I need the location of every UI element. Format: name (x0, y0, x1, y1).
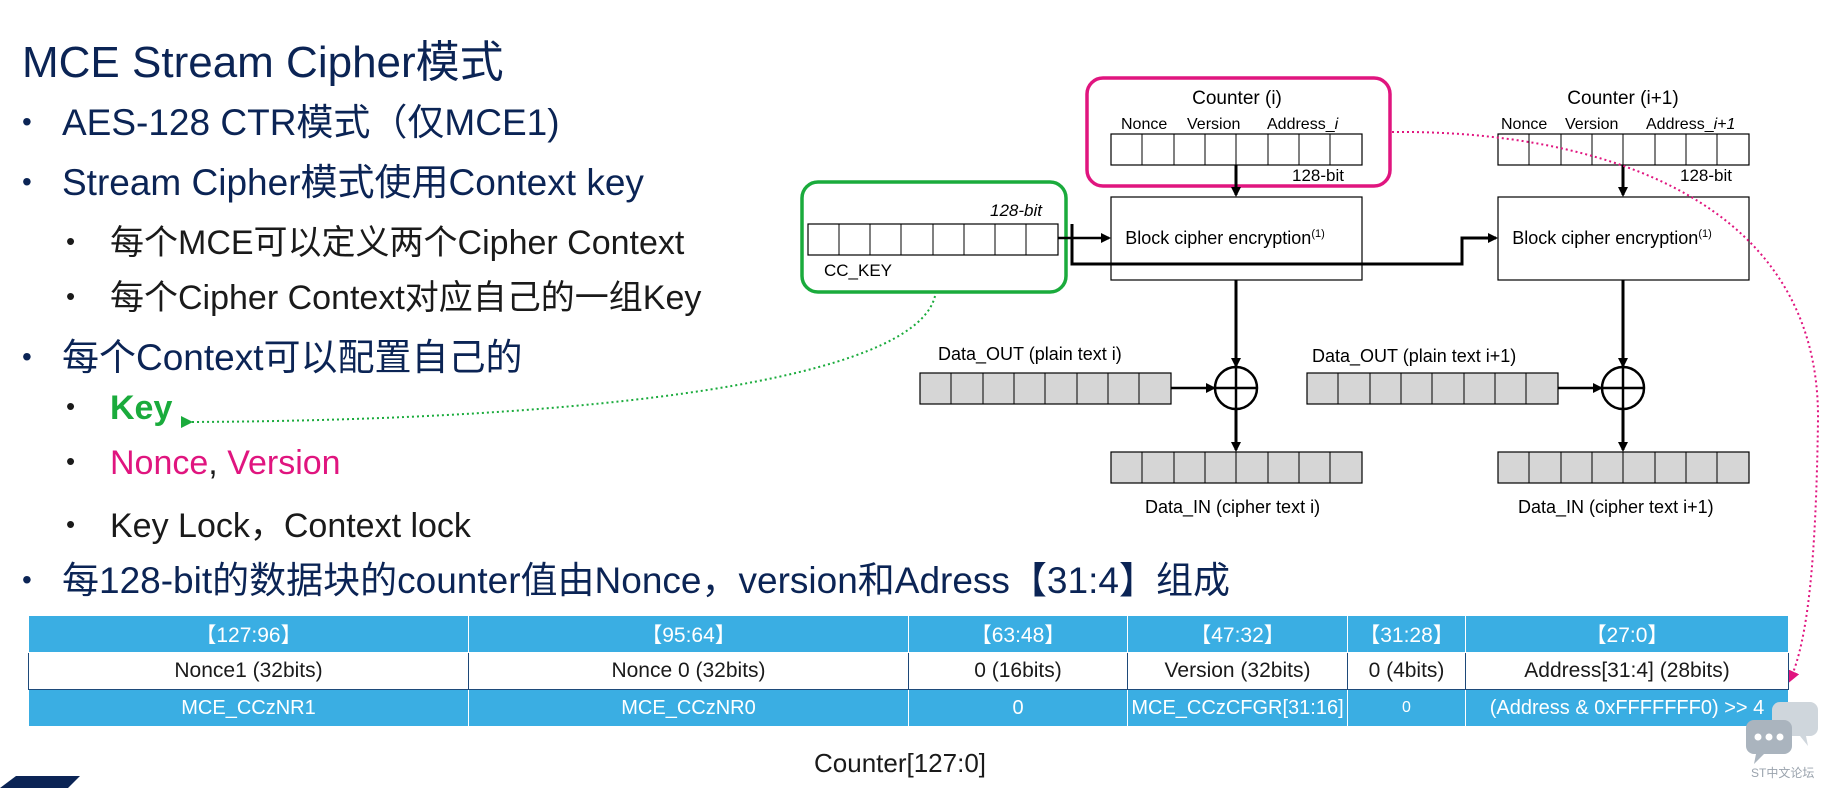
table-header-row: 【127:96】 【95:64】 【63:48】 【47:32】 【31:28】… (28, 615, 1789, 653)
bullet-context-config: •每个Context可以配置自己的 (22, 337, 523, 378)
bullet-counter-composition: •每128-bit的数据块的counter值由Nonce，version和Adr… (22, 560, 1230, 601)
header-cell: 【127:96】 (28, 615, 469, 653)
data-in-i-cells (1141, 452, 1331, 483)
block-cipher-i-label: Block cipher encryption(1) (1125, 228, 1325, 248)
counter-i1-nonce-label: Nonce (1501, 116, 1547, 133)
bullet-nonce-version: •Nonce, Version (66, 444, 341, 482)
table-row: MCE_CCzNR1 MCE_CCzNR0 0 MCE_CCzCFGR[31:1… (28, 689, 1789, 727)
bullet-context-key: •Stream Cipher模式使用Context key (22, 162, 644, 203)
counter-i1-address-label: Address_i+1 (1646, 116, 1735, 133)
cc-key-cells (838, 224, 1027, 255)
counter-i1-bits: 128-bit (1680, 166, 1732, 185)
counter-i-bits: 128-bit (1292, 166, 1344, 185)
corner-decoration (0, 776, 80, 788)
data-in-i1-label: Data_IN (cipher text i+1) (1518, 497, 1714, 518)
header-cell: 【95:64】 (468, 615, 909, 653)
field-cell: 0 (4bits) (1347, 652, 1466, 690)
bullet-key-set: •每个Cipher Context对应自己的一组Key (66, 279, 702, 317)
address-dotted-connector (1391, 130, 1820, 683)
bullet-two-contexts: •每个MCE可以定义两个Cipher Context (66, 224, 685, 262)
key-dotted-connector (180, 295, 936, 429)
cc-key-bits: 128-bit (990, 201, 1043, 220)
xor-i1-icon (1600, 365, 1646, 411)
counter-i1-cells (1528, 134, 1718, 165)
register-cell: MCE_CCzCFGR[31:16] (1127, 689, 1348, 727)
bullet-key: •Key (66, 389, 173, 427)
data-out-i1-cells (1337, 373, 1527, 404)
page-title: MCE Stream Cipher模式 (22, 38, 504, 87)
counter-i-label: Counter (i) (1192, 88, 1282, 109)
field-cell: Address[31:4] (28bits) (1465, 652, 1789, 690)
counter-i-cells (1141, 134, 1331, 165)
counter-caption: Counter[127:0] (814, 748, 987, 778)
counter-i-highlight (1085, 76, 1392, 188)
register-cell: MCE_CCzNR0 (468, 689, 909, 727)
key-to-cipher-i1-arrow (1070, 224, 1498, 266)
field-cell: Nonce 0 (32bits) (468, 652, 909, 690)
header-cell: 【63:48】 (908, 615, 1128, 653)
field-cell: 0 (16bits) (908, 652, 1128, 690)
bullet-aes-ctr: •AES-128 CTR模式（仅MCE1) (22, 102, 560, 143)
counter-i-version-label: Version (1187, 116, 1240, 133)
xor-i-icon (1213, 365, 1259, 411)
data-out-i-label: Data_OUT (plain text i) (938, 344, 1122, 365)
register-cell: MCE_CCzNR1 (28, 689, 469, 727)
watermark-text: ST中文论坛 (1751, 766, 1815, 780)
block-cipher-i1 (1497, 196, 1750, 281)
register-cell: 0 (908, 689, 1128, 727)
block-cipher-i (1110, 196, 1363, 281)
header-cell: 【27:0】 (1465, 615, 1789, 653)
data-out-i1-label: Data_OUT (plain text i+1) (1312, 346, 1516, 367)
data-out-i-cells (950, 373, 1140, 404)
counter-i-address-label: Address_i (1267, 116, 1339, 133)
register-cell: (Address & 0xFFFFFFF0) >> 4 (1465, 689, 1789, 727)
counter-i1-label: Counter (i+1) (1567, 88, 1678, 109)
counter-layout-table: 【127:96】 【95:64】 【63:48】 【47:32】 【31:28】… (28, 615, 1789, 727)
bullet-locks: •Key Lock，Context lock (66, 507, 471, 545)
counter-i1-version-label: Version (1565, 116, 1618, 133)
register-cell: 0 (1347, 689, 1466, 727)
block-cipher-i1-label: Block cipher encryption(1) (1512, 228, 1712, 248)
cc-key-label: CC_KEY (824, 261, 892, 280)
header-cell: 【31:28】 (1347, 615, 1466, 653)
chat-bubbles-icon (1746, 702, 1818, 764)
data-in-i1-cells (1528, 452, 1718, 483)
counter-i-nonce-label: Nonce (1121, 116, 1167, 133)
data-in-i-label: Data_IN (cipher text i) (1145, 497, 1320, 518)
field-cell: Version (32bits) (1127, 652, 1348, 690)
field-cell: Nonce1 (32bits) (28, 652, 469, 690)
header-cell: 【47:32】 (1127, 615, 1348, 653)
table-row: Nonce1 (32bits) Nonce 0 (32bits) 0 (16bi… (28, 652, 1789, 690)
